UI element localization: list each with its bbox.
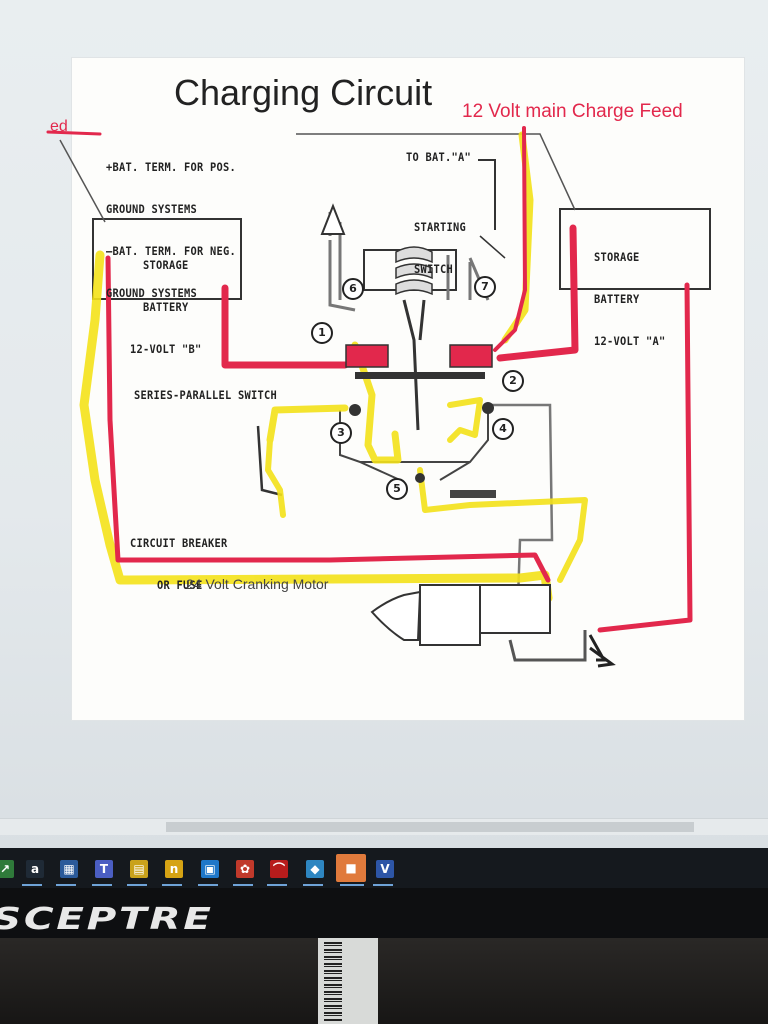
norton-icon[interactable]: n — [165, 860, 183, 878]
battery-b-line: STORAGE — [142, 258, 189, 272]
series-parallel-label: SERIES-PARALLEL SWITCH — [134, 388, 278, 402]
terminal-number-7: 7 — [474, 276, 496, 298]
ground-arrow — [320, 203, 346, 235]
terminal-number-5: 5 — [386, 478, 408, 500]
photos-icon[interactable]: ▣ — [201, 860, 219, 878]
terminal-number-2: 2 — [502, 370, 524, 392]
tray-arrow-icon[interactable]: ↗ — [0, 860, 14, 878]
red-main-charge — [493, 126, 527, 352]
node-4 — [482, 402, 494, 414]
switch-bar — [355, 372, 485, 379]
bat-term-line: +BAT. TERM. FOR POS. — [106, 160, 237, 174]
battery-a-line: STORAGE — [594, 250, 640, 264]
circuit-breaker-shape — [256, 425, 283, 497]
leader-to-bat — [478, 159, 496, 230]
terminal-2-block — [449, 344, 493, 368]
leader-main-feed — [296, 133, 576, 211]
taskbar-indicator — [22, 884, 42, 886]
cranking-motor-solenoid — [479, 584, 551, 634]
calculator-icon[interactable]: ▦ — [60, 860, 78, 878]
solenoid-coil — [395, 246, 433, 296]
bat-term-line: GROUND SYSTEMS — [106, 286, 198, 300]
taskbar-indicator — [127, 884, 147, 886]
lower-frame — [339, 410, 489, 481]
desk-background — [0, 938, 768, 1024]
paint-icon[interactable]: ✿ — [236, 860, 254, 878]
terminal-1-block — [345, 344, 389, 368]
taskbar-indicator — [233, 884, 253, 886]
battery-b-line: 12-VOLT "B" — [130, 342, 202, 356]
yellow-center — [417, 397, 588, 583]
red-left-top — [46, 130, 102, 136]
contact-pad — [450, 490, 496, 498]
terminal-number-3: 3 — [330, 422, 352, 444]
battery-a-line: BATTERY — [594, 292, 640, 306]
bat-term-line: GROUND SYSTEMS — [106, 202, 198, 216]
battery-a-label: STORAGE BATTERY 12-VOLT "A" — [594, 222, 666, 376]
taskbar-indicator — [340, 884, 364, 886]
sticky-notes-icon[interactable]: ▤ — [130, 860, 148, 878]
battery-a-line: 12-VOLT "A" — [594, 334, 666, 348]
red-right-ground — [597, 282, 693, 633]
battery-b-label: STORAGE BATTERY 12-VOLT "B" — [130, 230, 202, 384]
monitor-screen: Charging Circuit 12 Volt main Charge Fee… — [0, 0, 768, 848]
red-battery-a-feed — [496, 224, 579, 362]
diagram-title: Charging Circuit — [174, 72, 433, 113]
yellow-breaker — [265, 437, 286, 518]
taskbar-indicator — [303, 884, 323, 886]
cut-feed-label: ed — [50, 118, 68, 135]
circuit-breaker-line: OR FUSE — [157, 578, 203, 592]
monitor-brand-logo: SCEPTRE — [0, 902, 214, 937]
terminal-number-1: 1 — [311, 322, 333, 344]
main-charge-feed-label: 12 Volt main Charge Feed — [462, 101, 683, 122]
battery-b-box — [92, 218, 242, 300]
yellow-series-switch — [266, 341, 402, 464]
taskbar-indicator — [198, 884, 218, 886]
red-left-long — [105, 255, 551, 583]
starting-switch-line: STARTING — [414, 220, 467, 234]
node-3 — [349, 404, 361, 416]
red-battery-b-feed — [221, 284, 349, 369]
cranking-motor-nose — [370, 590, 422, 641]
acrobat-icon[interactable]: ⌒ — [270, 860, 288, 878]
taskbar-indicator — [56, 884, 76, 886]
leader-pos-term — [59, 139, 106, 223]
plunger — [402, 299, 426, 431]
bottom-grey-wire — [508, 630, 587, 662]
battery-a-box — [559, 208, 711, 290]
starting-switch-line: SWITCH — [414, 262, 454, 276]
bat-term-caption: +BAT. TERM. FOR POS. GROUND SYSTEMS –BAT… — [106, 132, 236, 328]
scrollbar-thumb[interactable] — [166, 822, 694, 832]
circuit-breaker-label: CIRCUIT BREAKER OR FUSE — [130, 508, 228, 620]
cranking-motor-label: 24 Volt Cranking Motor — [186, 576, 329, 592]
monitor-bezel — [0, 888, 768, 938]
terminal-number-4: 4 — [492, 418, 514, 440]
amazon-icon[interactable]: a — [26, 860, 44, 878]
node-5 — [415, 473, 425, 483]
taskbar-indicator — [92, 884, 112, 886]
taskbar-indicator — [373, 884, 393, 886]
circuit-breaker-line: CIRCUIT BREAKER — [130, 536, 228, 550]
taskbar-indicator — [162, 884, 182, 886]
leader-start-switch — [479, 235, 506, 259]
cranking-motor-body — [419, 584, 481, 646]
right-grey-wire — [490, 403, 554, 601]
barcode-icon — [324, 942, 342, 1022]
bat-term-line: –BAT. TERM. FOR NEG. — [106, 244, 237, 258]
battery-b-line: BATTERY — [142, 300, 189, 314]
taskbar: ↗ a ▦ T ▤ n ▣ ✿ ⌒ ◆ ■ V — [0, 848, 768, 888]
to-bat-label: TO BAT."A" — [406, 150, 472, 164]
barcode-sticker — [318, 938, 378, 1024]
active-window-icon[interactable]: ■ — [336, 854, 366, 882]
taskbar-indicator — [267, 884, 287, 886]
visio-icon[interactable]: V — [376, 860, 394, 878]
yellow-left-loop — [79, 250, 553, 603]
app-icon[interactable]: ◆ — [306, 860, 324, 878]
teams-icon[interactable]: T — [95, 860, 113, 878]
terminal-number-6: 6 — [342, 278, 364, 300]
starting-switch-label: STARTING SWITCH — [414, 192, 466, 304]
motor-ground — [588, 634, 616, 668]
horizontal-scrollbar[interactable] — [0, 818, 768, 835]
